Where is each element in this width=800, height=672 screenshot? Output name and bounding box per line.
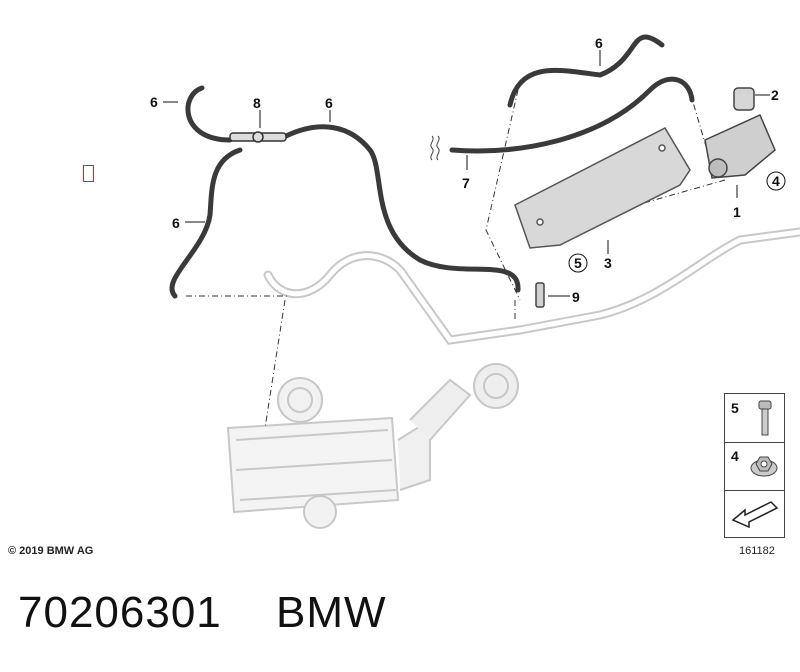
callout-4: 4 bbox=[772, 173, 780, 189]
callout-circle-5 bbox=[568, 253, 588, 273]
tube-9 bbox=[535, 282, 545, 308]
red-marker-box bbox=[83, 165, 94, 182]
legend-row-arrow bbox=[725, 490, 784, 537]
hose-7 bbox=[449, 76, 695, 154]
bracket-3 bbox=[514, 127, 691, 249]
direction-arrow-icon bbox=[731, 501, 779, 528]
copyright-text: © 2019 BMW AG bbox=[8, 545, 94, 557]
callout-3: 3 bbox=[604, 255, 612, 271]
legend-box: 5 4 bbox=[724, 393, 785, 538]
callout-6-mid: 6 bbox=[325, 95, 333, 111]
callout-5: 5 bbox=[574, 255, 582, 271]
clamp-2 bbox=[733, 87, 755, 111]
callout-9: 9 bbox=[572, 289, 580, 305]
connector-8 bbox=[229, 131, 287, 143]
break-mark bbox=[430, 135, 440, 161]
callout-1: 1 bbox=[733, 204, 741, 220]
callout-7: 7 bbox=[462, 175, 470, 191]
part-number: 70206301 bbox=[18, 588, 222, 637]
pump-1 bbox=[704, 114, 776, 179]
legend-label-nut: 4 bbox=[731, 448, 739, 464]
callout-8: 8 bbox=[253, 95, 261, 111]
bolt-icon bbox=[758, 400, 772, 436]
egr-cooler-ghost bbox=[226, 363, 519, 529]
coolant-pipe-ghost-inner bbox=[265, 229, 800, 343]
callout-2: 2 bbox=[771, 87, 779, 103]
parts-diagram: 6 8 6 6 6 2 7 4 1 5 3 9 bbox=[150, 34, 800, 529]
callout-ticks bbox=[163, 50, 770, 297]
legend-row-bolt: 5 bbox=[725, 394, 784, 443]
legend-label-bolt: 5 bbox=[731, 400, 739, 416]
leader-lines bbox=[186, 89, 726, 429]
callout-6-top: 6 bbox=[595, 35, 603, 51]
callout-6-left: 6 bbox=[150, 94, 158, 110]
brand-name: BMW bbox=[276, 588, 387, 637]
reference-number: 161182 bbox=[739, 545, 775, 557]
legend-row-nut: 4 bbox=[725, 442, 784, 491]
hose-6 bbox=[169, 34, 665, 299]
callout-circle-4 bbox=[766, 171, 786, 191]
flange-nut-icon bbox=[750, 456, 778, 477]
callout-6-lower: 6 bbox=[172, 215, 180, 231]
